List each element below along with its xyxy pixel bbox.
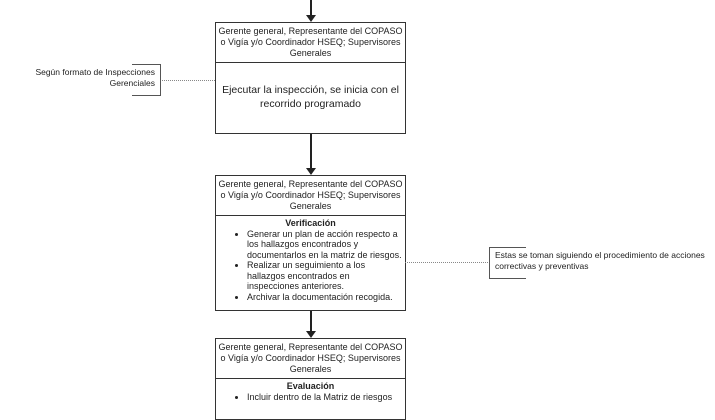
left-annotation-connector	[162, 80, 215, 81]
right-annotation: Estas se toman siguiendo el procedimient…	[495, 250, 705, 271]
list-item: Realizar un seguimiento a los hallazgos …	[247, 260, 402, 292]
left-annotation-bracket	[132, 64, 161, 96]
list-item: Incluir dentro de la Matriz de riesgos	[247, 392, 402, 403]
arrow-icon	[306, 168, 316, 175]
right-annotation-connector	[405, 262, 490, 263]
arrow-icon	[306, 15, 316, 22]
list-item: Generar un plan de acción respecto a los…	[247, 229, 402, 261]
role-header: Gerente general, Representante del COPAS…	[216, 176, 405, 216]
connector-line	[310, 0, 312, 15]
step-execute-text: Ejecutar la inspección, se inicia con el…	[222, 84, 399, 110]
step-evaluation-box: Gerente general, Representante del COPAS…	[215, 338, 406, 420]
connector-line	[310, 134, 312, 168]
right-annotation-bracket	[489, 247, 526, 279]
role-header: Gerente general, Representante del COPAS…	[216, 339, 405, 379]
role-header: Gerente general, Representante del COPAS…	[216, 23, 405, 63]
step-execute-box: Gerente general, Representante del COPAS…	[215, 22, 406, 134]
left-annotation: Según formato de Inspecciones Gerenciale…	[35, 67, 155, 88]
arrow-icon	[306, 331, 316, 338]
verification-title: Verificación	[285, 218, 336, 228]
evaluation-title: Evaluación	[286, 381, 335, 391]
list-item: Archivar la documentación recogida.	[247, 292, 402, 303]
step-verification-box: Gerente general, Representante del COPAS…	[215, 175, 406, 311]
connector-line	[310, 311, 312, 331]
